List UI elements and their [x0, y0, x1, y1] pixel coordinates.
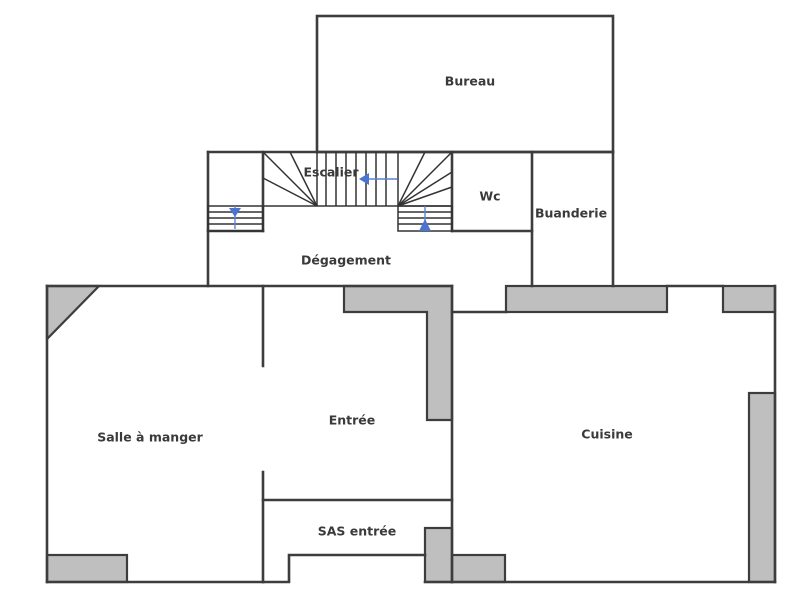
stair-direction-arrow-left-icon	[359, 173, 397, 185]
entree-wall-block	[342, 284, 454, 422]
cuisine-bottom-block	[450, 553, 507, 584]
cuisine-top-right-block	[721, 284, 777, 314]
corner-fixture	[45, 284, 102, 342]
room-label-salle-a-manger: Salle à manger	[97, 429, 203, 445]
stair-up-arrow-icon	[419, 206, 431, 231]
sas-block	[423, 526, 454, 584]
room-label-escalier: Escalier	[303, 164, 359, 180]
stair-down-arrow-icon	[229, 206, 241, 229]
room-label-buanderie: Buanderie	[534, 205, 608, 221]
room-label-cuisine: Cuisine	[581, 426, 633, 442]
staircase	[207, 151, 453, 232]
room-label-degagement: Dégagement	[300, 252, 392, 268]
room-label-entree: Entrée	[328, 412, 376, 428]
salle-bottom-block	[45, 553, 129, 584]
cuisine-top-block	[504, 284, 669, 314]
room-label-wc: Wc	[479, 188, 501, 204]
cuisine-right-block	[747, 391, 777, 584]
room-label-sas-entree: SAS entrée	[317, 523, 397, 539]
stair-arrows	[229, 173, 431, 231]
room-label-bureau: Bureau	[444, 73, 496, 89]
